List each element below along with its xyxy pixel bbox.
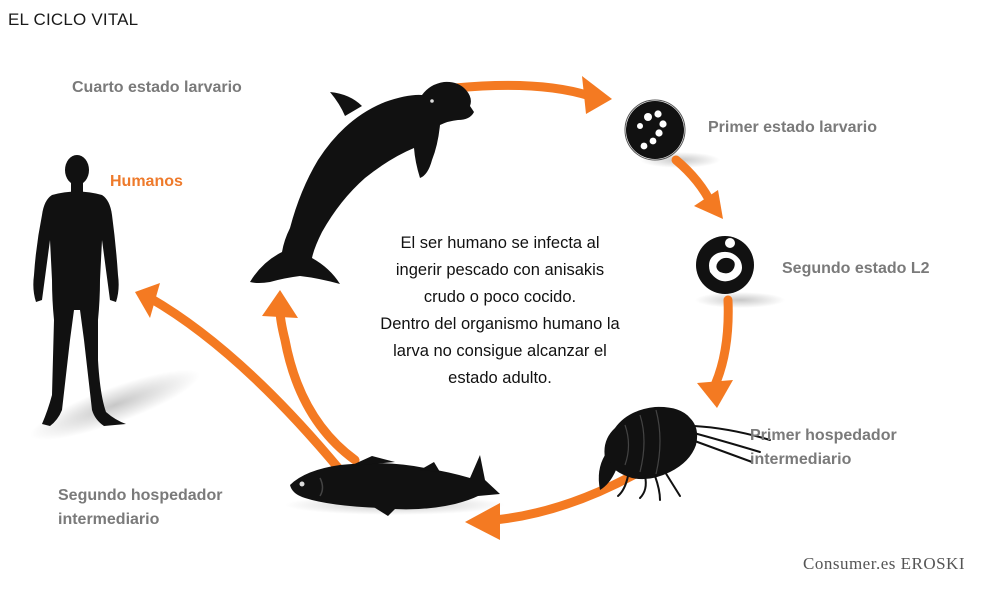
arrowhead-human (135, 283, 160, 318)
center-line: estado adulto. (448, 369, 552, 387)
dolphin-icon (250, 81, 474, 285)
label-second-stage: Segundo estado L2 (782, 260, 930, 277)
arrowhead-l2 (694, 190, 723, 219)
center-line: El ser humano se infecta al (400, 234, 600, 252)
label-first-host-line2: intermediario (750, 451, 852, 468)
human-shadow (30, 369, 200, 441)
label-humans: Humanos (110, 173, 183, 190)
arrow-dolphin-to-egg (450, 80, 595, 101)
shrimp-icon (598, 406, 771, 501)
diagram-title: EL CICLO VITAL (8, 10, 139, 29)
l2-shadow (695, 292, 785, 308)
credit-logo-text: Consumer.es EROSKI (803, 554, 965, 573)
label-first-host-line1: Primer hospedador (750, 427, 897, 444)
label-second-host-line1: Segundo hospedador (58, 487, 223, 504)
label-second-host-line2: intermediario (58, 511, 160, 528)
label-second-host: Segundo hospedador intermediario (58, 484, 222, 532)
arrow-fish-to-dolphin (275, 305, 360, 465)
fish-icon (290, 455, 500, 516)
label-fourth-larval: Cuarto estado larvario (72, 79, 242, 96)
arrowhead-shrimp (697, 380, 733, 408)
egg-icon (624, 99, 686, 161)
label-first-larval: Primer estado larvario (708, 119, 877, 136)
arrowhead-fish (465, 503, 500, 540)
arrowhead-dolphin (262, 290, 298, 318)
arrow-fish-to-human (145, 293, 345, 475)
center-description: El ser humano se infecta al ingerir pesc… (350, 230, 650, 392)
center-line: crudo o poco cocido. (423, 288, 577, 306)
arrow-l2-to-shrimp (710, 295, 733, 390)
arrowhead-egg (582, 76, 612, 114)
center-line: Dentro del organismo humano la (380, 315, 620, 333)
label-first-host: Primer hospedador intermediario (750, 424, 897, 472)
center-line: ingerir pescado con anisakis (395, 261, 605, 279)
human-icon (33, 155, 127, 426)
dolphin-eye (430, 99, 434, 103)
larva-l2-icon (696, 236, 754, 294)
center-line: larva no consigue alcanzar el (393, 342, 607, 360)
